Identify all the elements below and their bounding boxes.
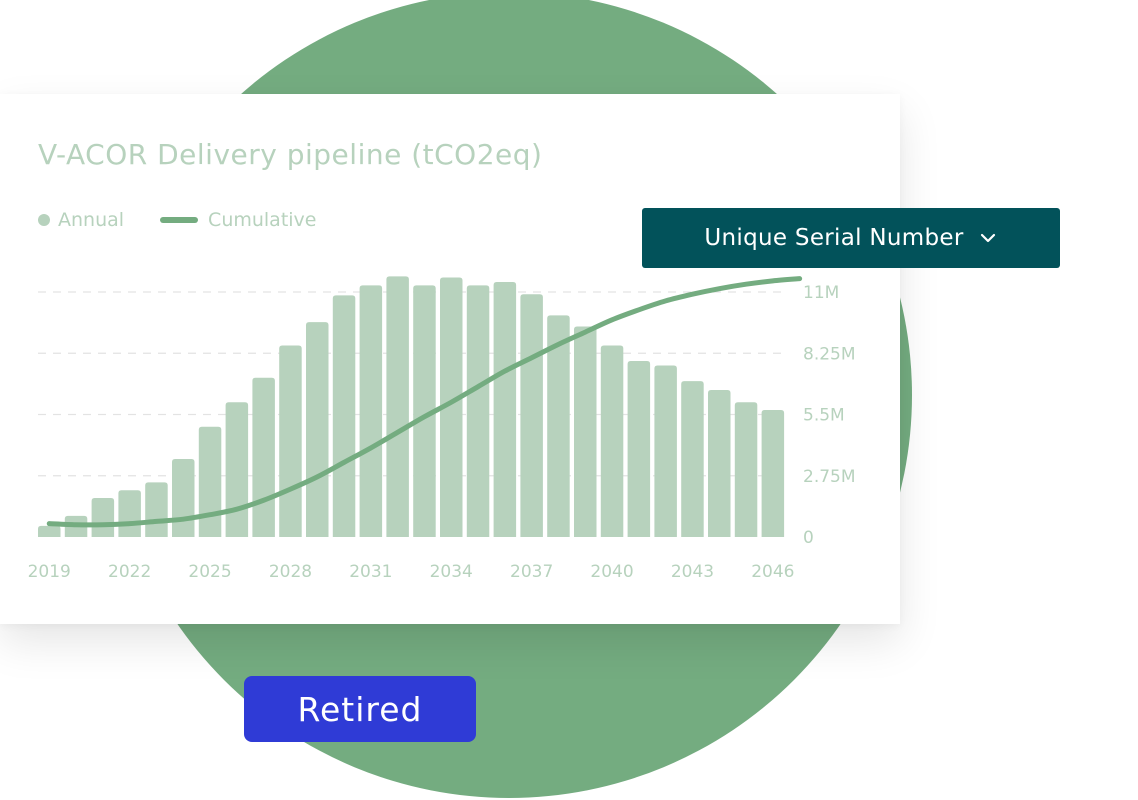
y-tick-label: 5.5M — [803, 406, 845, 426]
chevron-down-icon — [978, 228, 998, 248]
bar-annual — [91, 498, 115, 537]
bar-annual — [198, 426, 222, 537]
y-tick-label: 0 — [803, 528, 814, 548]
bar-annual — [279, 345, 302, 537]
chart-plot: 0 2.75M 5.5M 8.25M 11M 2019 2022 2025 2028 2031 20… — [28, 276, 856, 582]
x-tick-label: 2037 — [510, 562, 553, 582]
legend-label-annual: Annual — [58, 209, 125, 231]
legend-line-icon — [160, 217, 199, 223]
bar-annual — [654, 365, 677, 537]
bar-annual — [600, 345, 624, 537]
chart-card: V-ACOR Delivery pipeline (tCO2eq) Annual… — [0, 94, 900, 624]
bar-annual — [172, 459, 195, 537]
bar-annual — [681, 381, 704, 537]
bar-annual — [118, 490, 141, 537]
chart-legend: Annual Cumulative — [38, 209, 317, 231]
x-tick-label: 2034 — [430, 562, 473, 582]
bar-annual — [627, 361, 651, 537]
x-tick-label: 2028 — [269, 562, 312, 582]
legend-item-annual[interactable]: Annual — [38, 209, 124, 231]
legend-item-cumulative[interactable]: Cumulative — [124, 209, 317, 231]
y-tick-label: 2.75M — [803, 467, 856, 487]
x-tick-label: 2025 — [188, 562, 231, 582]
bar-annual — [252, 377, 275, 537]
x-tick-label: 2019 — [28, 562, 71, 582]
bar-annual — [520, 294, 543, 537]
bar-annual — [574, 326, 597, 537]
dropdown-label: Unique Serial Number — [704, 225, 964, 251]
legend-label-cumulative: Cumulative — [208, 209, 317, 231]
bar-annual — [225, 402, 249, 537]
x-tick-label: 2022 — [108, 562, 151, 582]
bar-annual — [332, 295, 356, 537]
bar-annual — [306, 322, 329, 537]
x-tick-label: 2040 — [590, 562, 633, 582]
bar-annual — [734, 402, 758, 537]
line-cumulative — [46, 276, 803, 528]
x-tick-label: 2043 — [671, 562, 714, 582]
bar-annual — [466, 285, 490, 537]
bar-annual — [708, 390, 731, 537]
bar-annual — [145, 482, 168, 537]
bar-annual — [413, 285, 436, 537]
retired-button[interactable]: Retired — [244, 676, 476, 742]
bar-annual — [386, 276, 409, 537]
chart-title: V-ACOR Delivery pipeline (tCO2eq) — [38, 138, 543, 171]
bar-annual — [547, 315, 570, 537]
x-tick-label: 2046 — [751, 562, 794, 582]
x-tick-label: 2031 — [349, 562, 392, 582]
bar-annual — [761, 410, 785, 537]
y-tick-label: 8.25M — [803, 344, 856, 364]
bar-annual — [359, 285, 383, 537]
retired-label: Retired — [297, 689, 423, 729]
bar-annual — [440, 277, 463, 537]
serial-number-dropdown[interactable]: Unique Serial Number — [642, 208, 1060, 268]
legend-dot-icon — [38, 214, 50, 226]
bar-annual — [38, 525, 61, 537]
y-tick-label: 11M — [803, 283, 839, 303]
bar-annual — [493, 281, 517, 537]
